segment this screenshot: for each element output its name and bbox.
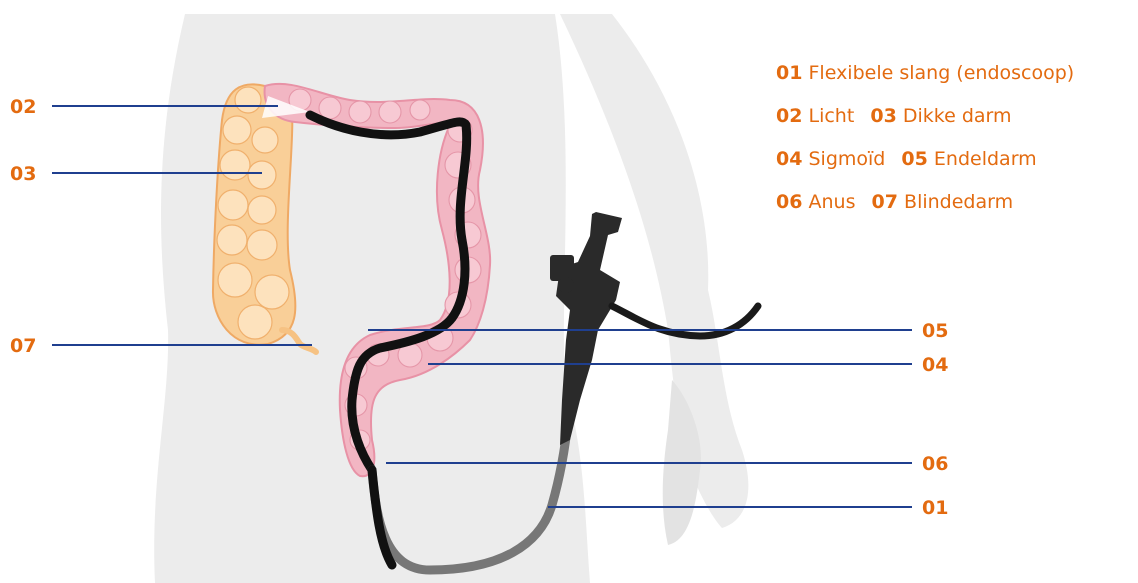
callout-01: 01 (922, 497, 948, 519)
callout-07: 07 (10, 335, 36, 357)
legend-label: Anus (809, 191, 856, 213)
legend-row: 04 Sigmoïd 05 Endeldarm (776, 138, 1074, 181)
legend-row: 02 Licht 03 Dikke darm (776, 95, 1074, 138)
callout-05: 05 (922, 320, 948, 342)
legend-row: 06 Anus 07 Blindedarm (776, 181, 1074, 224)
legend-number: 01 (776, 62, 802, 84)
legend-label: Sigmoïd (809, 148, 886, 170)
legend-label: Licht (809, 105, 855, 127)
legend-number: 06 (776, 191, 802, 213)
legend-number: 05 (901, 148, 927, 170)
legend-label: Endeldarm (934, 148, 1037, 170)
callout-04: 04 (922, 354, 948, 376)
legend-number: 03 (870, 105, 896, 127)
legend-label: Blindedarm (904, 191, 1013, 213)
legend: 01 Flexibele slang (endoscoop) 02 Licht … (776, 52, 1074, 224)
callout-02: 02 (10, 96, 36, 118)
callout-03: 03 (10, 163, 36, 185)
legend-row: 01 Flexibele slang (endoscoop) (776, 52, 1074, 95)
legend-number: 07 (872, 191, 898, 213)
legend-number: 04 (776, 148, 802, 170)
legend-number: 02 (776, 105, 802, 127)
legend-label: Flexibele slang (endoscoop) (809, 62, 1075, 84)
legend-label: Dikke darm (903, 105, 1012, 127)
callout-06: 06 (922, 453, 948, 475)
